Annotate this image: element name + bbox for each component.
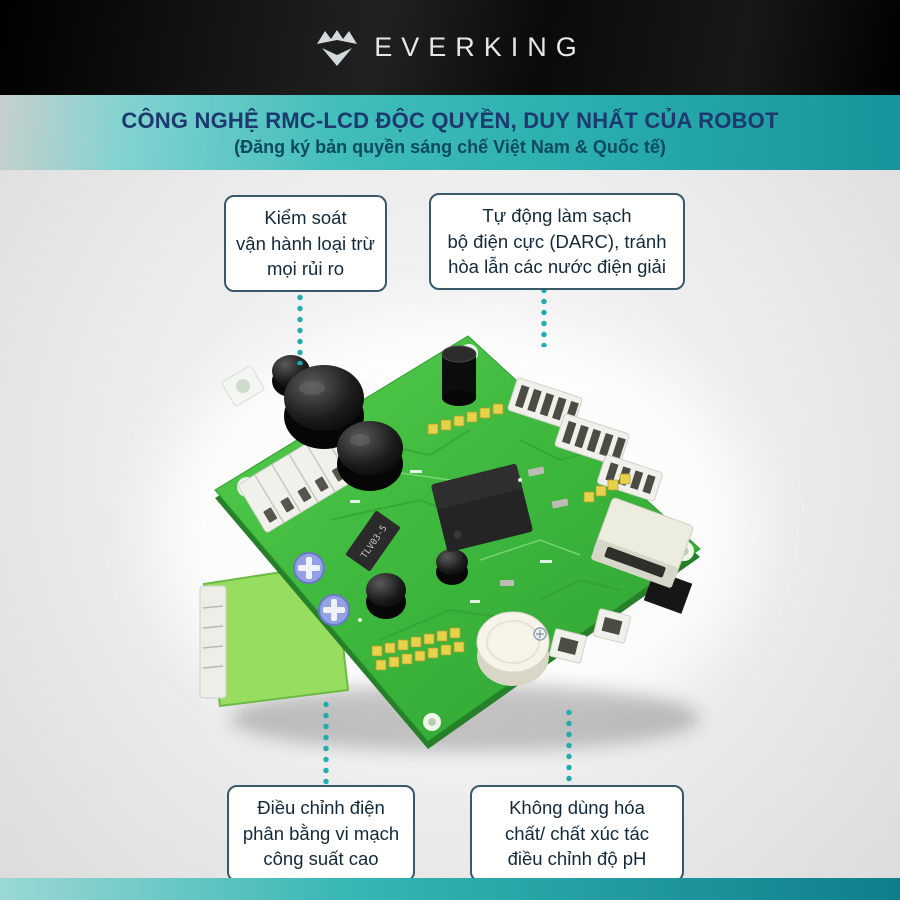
connector-dots-top-left (297, 281, 303, 365)
brand-name: EVERKING (374, 32, 586, 62)
connector-dots-bottom-right (566, 707, 572, 785)
callout-line: bộ điện cực (DARC), tránh (447, 230, 667, 252)
small-connectors (549, 608, 631, 664)
brand-logo: EVERKING (314, 28, 586, 68)
callout-line: hòa lẫn các nước điện giải (448, 256, 666, 278)
trimmer-potentiometers (293, 552, 350, 626)
banner: CÔNG NGHỆ RMC-LCD ĐỘC QUYỀN, DUY NHẤT CỦ… (0, 95, 900, 170)
callout-bottom-right: Không dùng hóa chất/ chất xúc tác điều c… (470, 785, 684, 882)
callout-line: chất/ chất xúc tác (505, 822, 649, 844)
callout-line: Điều chỉnh điện (257, 797, 385, 818)
crown-shield-icon (317, 29, 358, 66)
header-connectors (507, 377, 663, 502)
capacitors (272, 345, 477, 619)
callout-top-left: Kiểm soát vận hành loại trừ mọi rủi ro (224, 195, 387, 292)
callout-line: Không dùng hóa (509, 797, 645, 818)
corner-tab (221, 365, 265, 407)
footer-bar (0, 878, 900, 900)
silkscreen-marks (350, 470, 552, 622)
connector-dots-bottom-left (323, 699, 329, 785)
small-ic-chip: TLV03-5 (346, 511, 400, 571)
plus-mark-icon (533, 627, 547, 641)
connector-dots-top-right (541, 285, 547, 347)
callout-line: mọi rủi ro (266, 258, 345, 280)
callout-line: phân bằng vi mạch (242, 822, 400, 844)
smd-components (500, 466, 569, 586)
callout-line: Kiểm soát (264, 207, 347, 228)
callout-bottom-left: Điều chỉnh điện phân bằng vi mạch công s… (227, 785, 415, 882)
callout-line: vận hành loại trừ (236, 232, 375, 254)
buzzer-cylinder (476, 611, 550, 686)
callout-line: công suất cao (263, 848, 379, 870)
callout-top-right: Tự động làm sạch bộ điện cực (DARC), trá… (429, 193, 685, 290)
callout-line: Tự động làm sạch (482, 205, 632, 226)
pin-headers (371, 403, 631, 671)
usb-port (591, 497, 694, 614)
main-ic-chip (431, 464, 533, 552)
banner-title: CÔNG NGHỆ RMC-LCD ĐỘC QUYỀN, DUY NHẤT CỦ… (121, 107, 779, 133)
banner-subtitle: (Đăng ký bản quyền sáng chế Việt Nam & Q… (234, 136, 666, 157)
header: EVERKING (0, 0, 900, 95)
callout-line: điều chỉnh độ pH (507, 848, 647, 870)
